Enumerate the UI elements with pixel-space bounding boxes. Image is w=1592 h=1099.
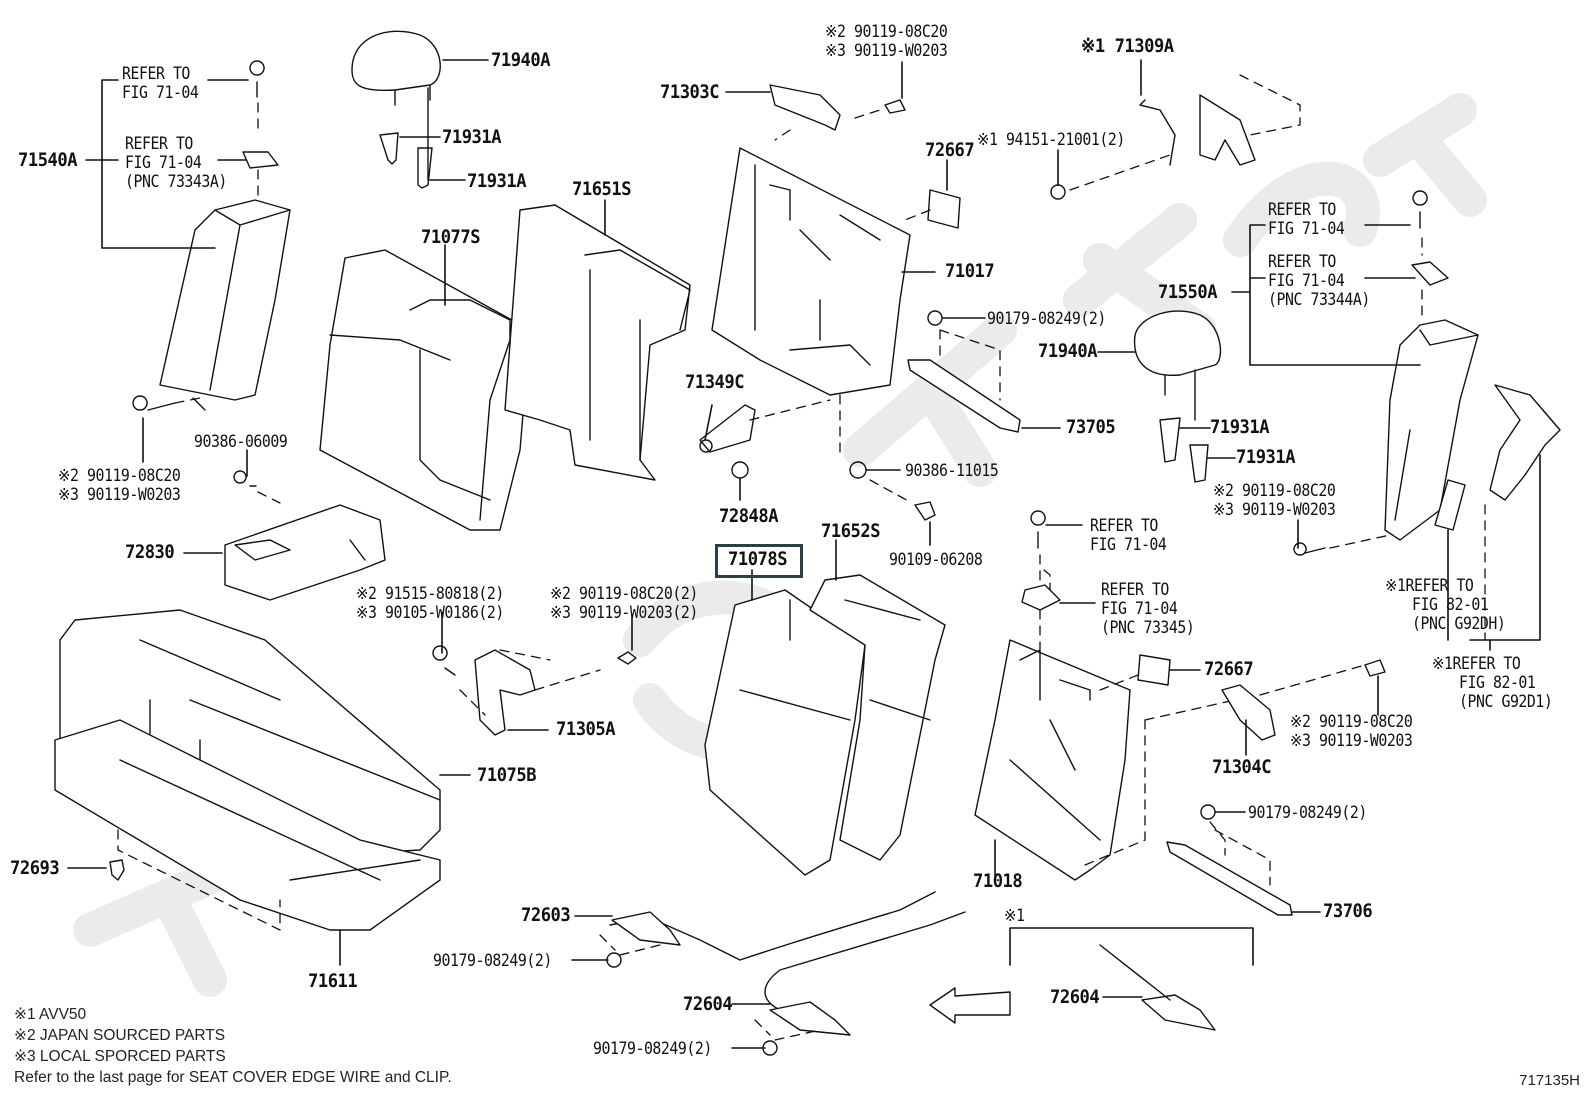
part-label-71940A-right[interactable]: 71940A: [1038, 340, 1098, 362]
part-label-90386-06009[interactable]: 90386-06009: [194, 432, 288, 451]
refer-note-belt-2[interactable]: ※1REFER TO FIG 82-01 (PNC G92D1): [1432, 654, 1553, 711]
highlight-box-71078S: [715, 544, 803, 578]
part-label-72603[interactable]: 72603: [521, 904, 571, 926]
part-label-90179-08249-a[interactable]: 90179-08249(2): [987, 309, 1106, 328]
bolt-ref-left[interactable]: ※2 90119-08C20 ※3 90119-W0203: [58, 466, 181, 504]
part-label-72667-top[interactable]: 72667: [925, 139, 975, 161]
part-label-71651S[interactable]: 71651S: [572, 178, 632, 200]
armrest-72830: [224, 504, 386, 601]
part-label-71304C[interactable]: 71304C: [1212, 756, 1272, 778]
part-label-72693[interactable]: 72693: [10, 857, 60, 879]
seatback-71077S: [319, 249, 531, 531]
part-label-71349C[interactable]: 71349C: [685, 371, 745, 393]
part-label-71075B[interactable]: 71075B: [477, 764, 537, 786]
part-label-71018[interactable]: 71018: [973, 870, 1023, 892]
refer-note-belt-1[interactable]: ※1REFER TO FIG 82-01 (PNC G92DH): [1385, 576, 1506, 633]
part-label-71931A-left-1[interactable]: 71931A: [442, 126, 502, 148]
part-label-71017[interactable]: 71017: [945, 260, 995, 282]
part-label-90386-11015[interactable]: 90386-11015: [905, 461, 999, 480]
part-label-71931A-left-2[interactable]: 71931A: [467, 170, 527, 192]
part-label-71611[interactable]: 71611: [308, 970, 358, 992]
refer-note-right-mid[interactable]: REFER TO FIG 71-04 (PNC 73344A): [1268, 252, 1370, 309]
box-note-mark: ※1: [1004, 906, 1025, 925]
seatback-71651S: [504, 204, 691, 481]
headrest-right: [1133, 310, 1222, 421]
footnotes: ※1 AVV50 ※2 JAPAN SOURCED PARTS ※3 LOCAL…: [14, 1004, 452, 1088]
part-label-71931A-right-1[interactable]: 71931A: [1210, 416, 1270, 438]
headrest-left: [351, 30, 441, 181]
seatback-frame-71018: [974, 639, 1131, 881]
side-bolster-right: [1384, 319, 1479, 541]
part-label-72604-center[interactable]: 72604: [683, 993, 733, 1015]
part-label-71077S[interactable]: 71077S: [421, 226, 481, 248]
footnote-1: ※1 AVV50: [14, 1006, 87, 1023]
part-label-71305A[interactable]: 71305A: [556, 718, 616, 740]
part-label-72604-right[interactable]: 72604: [1050, 986, 1100, 1008]
release-cables: [609, 891, 1216, 1036]
hinge-bracket-71305A: [474, 649, 536, 736]
bolt-ref-hinge-left[interactable]: ※2 91515-80818(2) ※3 90105-W0186(2): [356, 584, 504, 622]
part-label-71540A[interactable]: 71540A: [18, 149, 78, 171]
bolt-ref-right-mid[interactable]: ※2 90119-08C20 ※3 90119-W0203: [1213, 481, 1336, 519]
part-label-71303C[interactable]: 71303C: [660, 81, 720, 103]
part-label-72848A[interactable]: 72848A: [719, 505, 779, 527]
refer-note-left-top[interactable]: REFER TO FIG 71-04: [122, 64, 199, 102]
seatback-frame-71017: [711, 147, 911, 396]
seatback-71652S: [809, 574, 946, 861]
refer-note-left-mid[interactable]: REFER TO FIG 71-04 (PNC 73343A): [125, 134, 227, 191]
bolt-ref-top-center[interactable]: ※2 90119-08C20 ※3 90119-W0203: [825, 22, 948, 60]
part-label-90179-08249-c[interactable]: 90179-08249(2): [593, 1039, 712, 1058]
part-label-71652S[interactable]: 71652S: [821, 520, 881, 542]
bolt-ref-right-low[interactable]: ※2 90119-08C20 ※3 90119-W0203: [1290, 712, 1413, 750]
part-label-71550A[interactable]: 71550A: [1158, 281, 1218, 303]
refer-note-center-mid[interactable]: REFER TO FIG 71-04 (PNC 73345): [1101, 580, 1195, 637]
part-label-90179-08249-d[interactable]: 90179-08249(2): [1248, 803, 1367, 822]
part-label-71078S[interactable]: 71078S: [728, 548, 788, 570]
part-label-73705[interactable]: 73705: [1066, 416, 1116, 438]
footnote-2: ※2 JAPAN SOURCED PARTS: [14, 1027, 226, 1044]
part-label-72667-bottom[interactable]: 72667: [1204, 658, 1254, 680]
part-label-90109-06208[interactable]: 90109-06208: [889, 550, 983, 569]
illustration-code: 717135H: [1519, 1072, 1580, 1089]
part-label-71309A[interactable]: ※1 71309A: [1081, 35, 1174, 57]
part-label-73706[interactable]: 73706: [1323, 900, 1373, 922]
footnote-4: Refer to the last page for SEAT COVER ED…: [14, 1069, 452, 1086]
part-label-94151-21001[interactable]: ※1 94151-21001(2): [977, 130, 1125, 149]
refer-note-right-top[interactable]: REFER TO FIG 71-04: [1268, 200, 1345, 238]
part-label-90179-08249-b[interactable]: 90179-08249(2): [433, 951, 552, 970]
seat-cushion-71611: [54, 719, 441, 931]
bolt-ref-hinge-right[interactable]: ※2 90119-08C20(2) ※3 90119-W0203(2): [550, 584, 698, 622]
part-label-72830[interactable]: 72830: [125, 541, 175, 563]
footnote-3: ※3 LOCAL SPORCED PARTS: [14, 1048, 226, 1065]
part-label-71940A-left[interactable]: 71940A: [491, 49, 551, 71]
part-label-71931A-right-2[interactable]: 71931A: [1236, 446, 1296, 468]
refer-note-center-top[interactable]: REFER TO FIG 71-04: [1090, 516, 1167, 554]
side-bolster-left: [159, 199, 291, 411]
